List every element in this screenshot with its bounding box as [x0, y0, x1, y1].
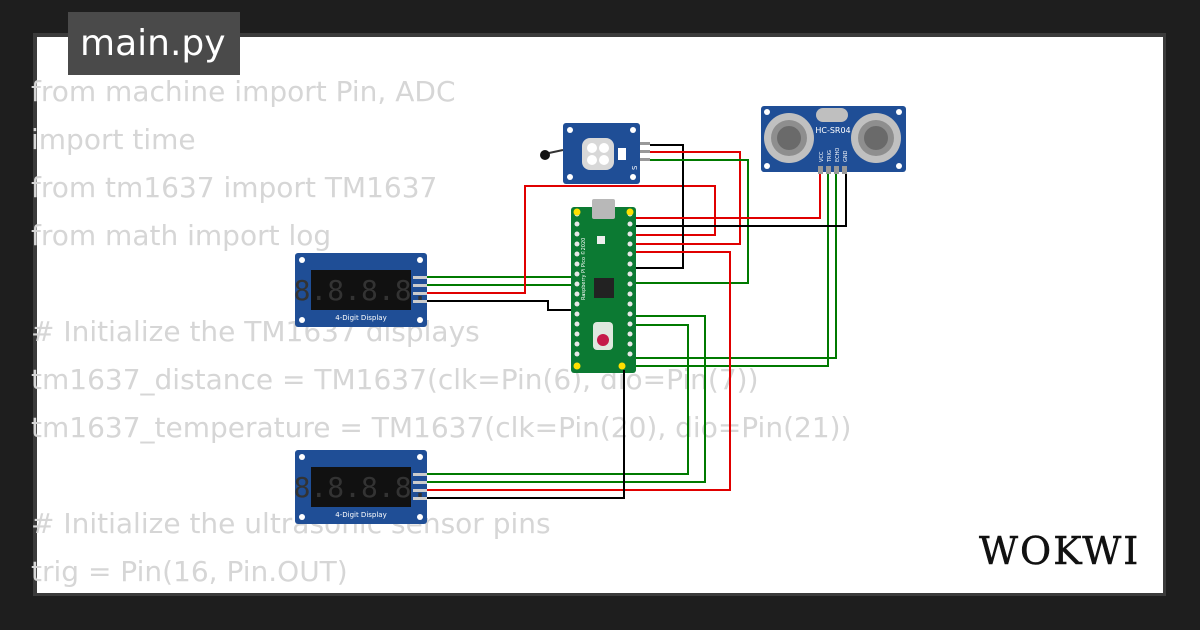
wire — [636, 174, 829, 367]
wire — [636, 174, 847, 227]
wire — [427, 251, 731, 491]
pico-board[interactable]: Raspberry Pi Pico ©2020 — [571, 199, 636, 373]
board-label: Raspberry Pi Pico ©2020 — [580, 238, 587, 300]
sensor-label: HC-SR04 — [815, 126, 850, 135]
wire — [636, 144, 684, 269]
display-bottom[interactable]: 8.8.8.8. 4-Digit Display — [294, 450, 429, 524]
transducer-left — [764, 113, 814, 163]
wokwi-logo: WOKWI — [979, 529, 1140, 574]
pico-pins-left — [573, 211, 581, 370]
ultrasonic-sensor[interactable]: HC-SR04 VCC TRIG ECHO GND — [761, 106, 906, 174]
thermistor-bead — [540, 150, 550, 160]
transducer-right — [851, 113, 901, 163]
code-line: from machine import Pin, ADC — [31, 75, 456, 108]
wires — [427, 144, 847, 499]
wire — [636, 174, 821, 219]
wire — [427, 300, 571, 311]
pico-pins-right — [573, 208, 634, 370]
display-top[interactable]: 8.8.8.8. 4-Digit Display — [294, 253, 429, 327]
display-label: 4-Digit Display — [335, 511, 386, 519]
pin-label: TRIG — [827, 150, 833, 163]
ntc-sensor[interactable]: S — [540, 123, 650, 184]
wire — [427, 185, 716, 294]
wire — [636, 174, 837, 359]
wire — [636, 151, 741, 245]
file-tab[interactable]: main.py — [68, 12, 240, 75]
code-line: import time — [31, 123, 196, 156]
code-line: from math import log — [31, 219, 332, 252]
wokwi-logo-text: WOKWI — [979, 529, 1140, 573]
pin-label: GND — [843, 150, 849, 162]
display-digits: 8.8.8.8. — [294, 471, 429, 504]
display-label: 4-Digit Display — [335, 314, 386, 322]
pin-label: VCC — [819, 151, 825, 162]
code-line: from tm1637 import TM1637 — [31, 171, 438, 204]
pin-label: S — [631, 165, 639, 170]
wire — [427, 315, 706, 483]
wire — [636, 159, 749, 284]
wire — [427, 370, 625, 499]
display-digits: 8.8.8.8. — [294, 274, 429, 307]
pin-label: ECHO — [835, 148, 841, 162]
wire — [427, 324, 689, 475]
code-line: trig = Pin(16, Pin.OUT) — [31, 555, 348, 588]
